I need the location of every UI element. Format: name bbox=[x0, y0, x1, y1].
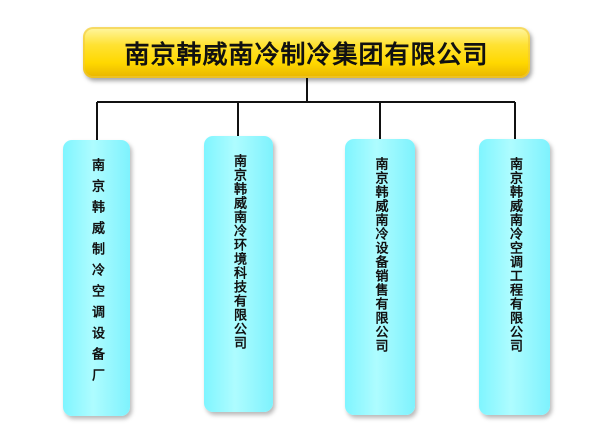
child-node-label: 南京韩威南冷环境科技有限公司 bbox=[231, 154, 246, 350]
child-node-3: 南京韩威南冷设备销售有限公司 bbox=[345, 139, 415, 415]
child-node-label: 南京韩威制冷空调设备厂 bbox=[89, 158, 104, 389]
root-node: 南京韩威南冷制冷集团有限公司 bbox=[83, 27, 530, 78]
child-node-1: 南京韩威制冷空调设备厂 bbox=[63, 140, 130, 416]
child-node-label: 南京韩威南冷设备销售有限公司 bbox=[372, 157, 388, 353]
child-node-label: 南京韩威南冷空调工程有限公司 bbox=[507, 157, 522, 353]
root-node-label: 南京韩威南冷制冷集团有限公司 bbox=[124, 39, 489, 69]
child-node-4: 南京韩威南冷空调工程有限公司 bbox=[479, 139, 550, 415]
child-node-2: 南京韩威南冷环境科技有限公司 bbox=[204, 136, 273, 412]
